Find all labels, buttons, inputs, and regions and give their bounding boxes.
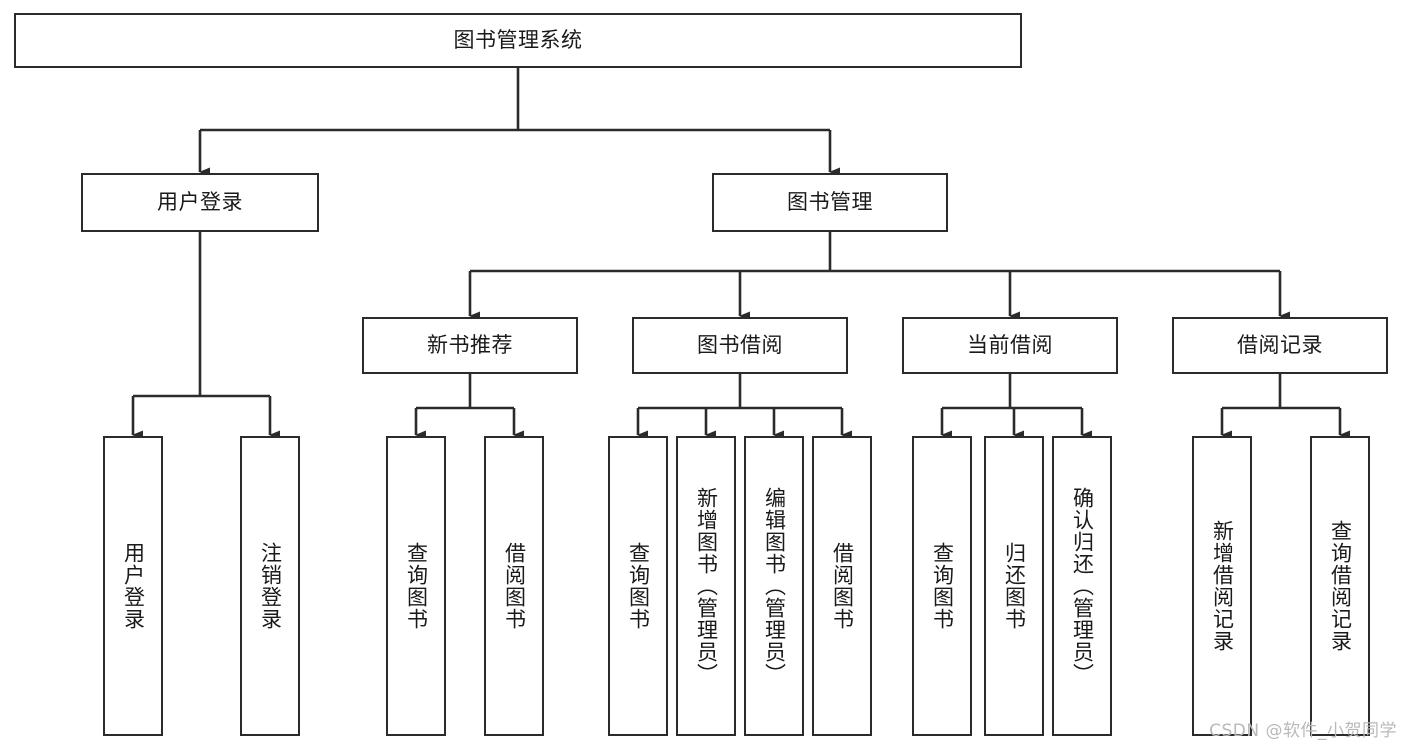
node-label: 查询图书 xyxy=(404,542,429,630)
node-leaf-edit-book[interactable]: 编辑图书（管理员） xyxy=(744,436,804,736)
node-book-manage[interactable]: 图书管理 xyxy=(712,173,948,232)
node-label: 查询图书 xyxy=(626,542,651,630)
node-label: 查询借阅记录 xyxy=(1328,520,1353,652)
node-label: 图书管理 xyxy=(787,189,873,214)
node-root-system[interactable]: 图书管理系统 xyxy=(14,13,1022,68)
node-label: 新书推荐 xyxy=(427,332,513,357)
node-label: 借阅图书 xyxy=(502,542,527,630)
watermark-label: CSDN @软件_小贺同学 xyxy=(1209,721,1397,741)
node-label: 用户登录 xyxy=(121,542,146,630)
node-label: 确认归还（管理员） xyxy=(1070,487,1095,685)
node-leaf-user-login[interactable]: 用户登录 xyxy=(103,436,163,736)
node-label: 借阅图书 xyxy=(830,542,855,630)
node-current-borrow[interactable]: 当前借阅 xyxy=(902,317,1118,374)
node-label: 归还图书 xyxy=(1002,542,1027,630)
node-borrow-record[interactable]: 借阅记录 xyxy=(1172,317,1388,374)
node-leaf-add-record[interactable]: 新增借阅记录 xyxy=(1192,436,1252,736)
node-label: 借阅记录 xyxy=(1237,332,1323,357)
node-label: 图书管理系统 xyxy=(453,27,583,52)
node-label: 用户登录 xyxy=(157,189,243,214)
node-label: 新增借阅记录 xyxy=(1210,520,1235,652)
node-label: 新增图书（管理员） xyxy=(694,487,719,685)
node-leaf-borrow-book-1[interactable]: 借阅图书 xyxy=(484,436,544,736)
node-leaf-add-book[interactable]: 新增图书（管理员） xyxy=(676,436,736,736)
node-leaf-logout[interactable]: 注销登录 xyxy=(240,436,300,736)
node-leaf-query-book-2[interactable]: 查询图书 xyxy=(608,436,668,736)
node-leaf-query-book-1[interactable]: 查询图书 xyxy=(386,436,446,736)
node-label: 图书借阅 xyxy=(697,332,783,357)
node-user-login[interactable]: 用户登录 xyxy=(81,173,319,232)
node-new-book-rec[interactable]: 新书推荐 xyxy=(362,317,578,374)
node-book-borrow[interactable]: 图书借阅 xyxy=(632,317,848,374)
node-leaf-confirm-return[interactable]: 确认归还（管理员） xyxy=(1052,436,1112,736)
node-label: 查询图书 xyxy=(930,542,955,630)
node-leaf-return-book[interactable]: 归还图书 xyxy=(984,436,1044,736)
node-label: 当前借阅 xyxy=(967,332,1053,357)
node-leaf-query-book-3[interactable]: 查询图书 xyxy=(912,436,972,736)
node-label: 编辑图书（管理员） xyxy=(762,487,787,685)
node-leaf-query-record[interactable]: 查询借阅记录 xyxy=(1310,436,1370,736)
node-label: 注销登录 xyxy=(258,542,283,630)
node-leaf-borrow-book-2[interactable]: 借阅图书 xyxy=(812,436,872,736)
